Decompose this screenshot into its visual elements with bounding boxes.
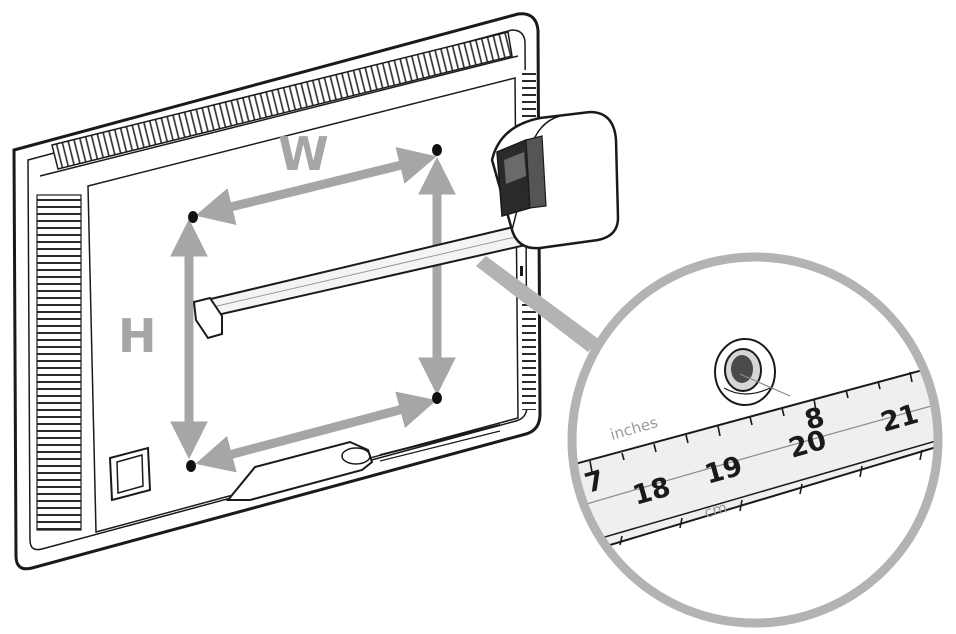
mounting-hole-icon [188, 211, 198, 223]
tape-ticks [589, 371, 923, 546]
width-label: W [278, 127, 329, 181]
width-arrow-bottom [195, 391, 437, 473]
magnifier-lens-icon: 7 8 18 19 20 21 inches cm [567, 252, 943, 628]
height-label: H [118, 309, 157, 363]
mounting-holes [186, 144, 442, 472]
mounting-hole-icon [432, 144, 442, 156]
dimension-arrows [170, 147, 456, 473]
grommet-icon [714, 338, 776, 406]
mounting-hole-icon [186, 460, 196, 472]
unit-cm-label: cm [702, 498, 729, 522]
tape-measure-icon [192, 110, 620, 340]
magnifier-connector [476, 256, 600, 352]
width-arrow-top [195, 147, 437, 225]
mounting-hole-icon [432, 392, 442, 404]
connector-port-icon [108, 446, 152, 502]
